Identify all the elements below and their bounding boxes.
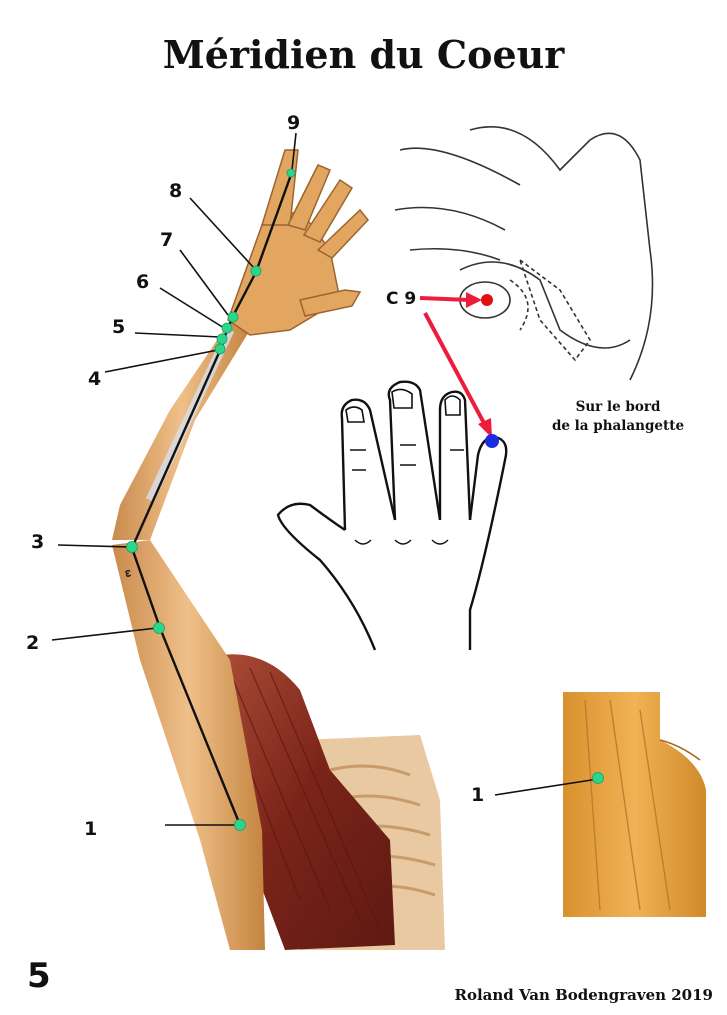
meridian-points — [126, 168, 296, 831]
point-3 — [126, 541, 138, 553]
point-label-7: 7 — [160, 229, 174, 251]
point-9 — [286, 168, 296, 178]
caption-line-2: de la phalangette — [551, 418, 685, 434]
page-number: 5 — [27, 956, 51, 996]
inset-illustration — [494, 692, 706, 917]
point-8 — [250, 265, 262, 277]
palm-drawing — [394, 126, 654, 381]
c9-point-blue — [485, 434, 499, 448]
c9-arrows — [419, 292, 492, 438]
c9-label: C 9 — [386, 289, 417, 309]
page-title: Méridien du Coeur — [162, 32, 565, 77]
point-6 — [221, 322, 233, 334]
pectoral-muscle — [200, 654, 395, 950]
svg-text:ω: ω — [122, 569, 133, 579]
upper-arm — [112, 540, 265, 950]
upper-hand — [227, 149, 369, 336]
c9-caption: Sur le bord de la phalangette — [528, 398, 708, 436]
point-4 — [214, 343, 226, 355]
point-label-5: 5 — [112, 316, 126, 338]
point-label-1: 1 — [84, 818, 98, 840]
point-label-3: 3 — [31, 531, 45, 553]
point-label-8: 8 — [169, 180, 183, 202]
point-7 — [227, 311, 239, 323]
inset-point-1 — [592, 772, 604, 784]
back-hand-drawing — [276, 380, 508, 651]
arm-illustration: ω — [112, 149, 445, 950]
author-credit: Roland Van Bodengraven 2019 — [454, 986, 713, 1004]
point-1 — [234, 819, 246, 831]
point-label-9: 9 — [287, 112, 301, 134]
point-label-4: 4 — [88, 368, 102, 390]
point-label-6: 6 — [136, 271, 150, 293]
leader-lines — [51, 132, 297, 826]
point-5 — [216, 333, 228, 345]
caption-line-1: Sur le bord — [575, 399, 661, 415]
point-label-2: 2 — [26, 632, 40, 654]
c9-point-red — [481, 294, 493, 306]
point-2 — [153, 622, 165, 634]
inset-point-label-1: 1 — [471, 784, 485, 806]
